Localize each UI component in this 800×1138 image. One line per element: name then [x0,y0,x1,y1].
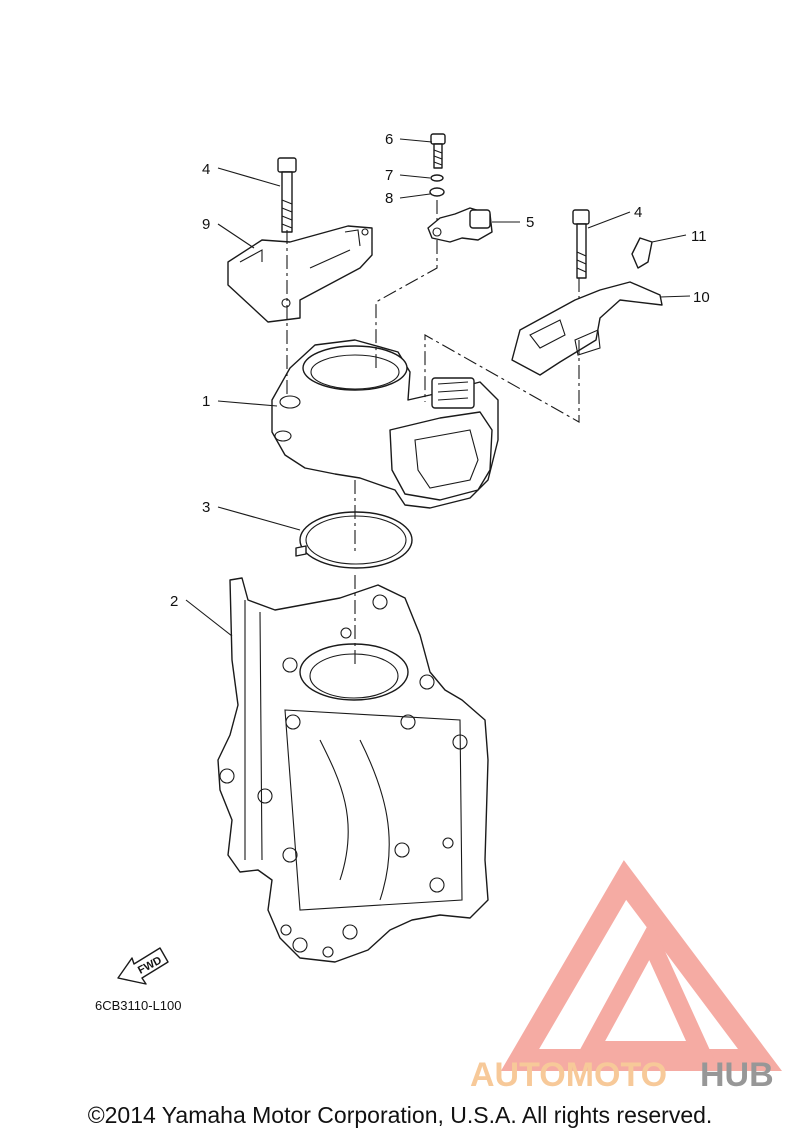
callout-10: 10 [693,289,710,306]
callout-8: 8 [385,190,393,207]
diagram-code: 6CB3110-L100 [95,998,182,1013]
callout-3: 3 [202,499,210,516]
assembly-lines [286,200,580,665]
callout-6: 6 [385,131,393,148]
washer-part-8 [429,187,445,197]
watermark-logo: AUTOMOTO HUB [470,860,782,1094]
callout-labels: 1 2 3 4 4 5 6 7 8 9 10 11 [170,131,710,610]
clip-part-11 [631,237,653,269]
intake-manifold-part-2 [217,577,489,963]
throttle-body-part-1 [271,339,499,509]
bolt-part-6 [430,133,446,169]
bracket-part-10 [511,281,663,376]
bracket-part-9 [227,225,373,323]
callout-5: 5 [526,214,534,231]
watermark-text-hub: HUB [700,1056,774,1094]
bolt-part-4-right [572,209,590,279]
callout-1: 1 [202,393,210,410]
bolt-part-4-left [277,157,297,233]
callout-2: 2 [170,593,178,610]
fwd-arrow-icon: FWD [117,947,169,985]
copyright-notice: ©2014 Yamaha Motor Corporation, U.S.A. A… [87,1102,713,1128]
callout-4a: 4 [202,161,210,178]
sensor-part-5 [427,207,493,243]
callout-4b: 4 [634,204,642,221]
watermark-text-auto: AUTOMOTO [470,1056,667,1094]
gasket-part-3 [295,511,413,569]
callout-11: 11 [691,228,707,245]
washer-part-7 [430,174,444,182]
callout-leaders [185,138,691,637]
callout-7: 7 [385,167,393,184]
callout-9: 9 [202,216,210,233]
